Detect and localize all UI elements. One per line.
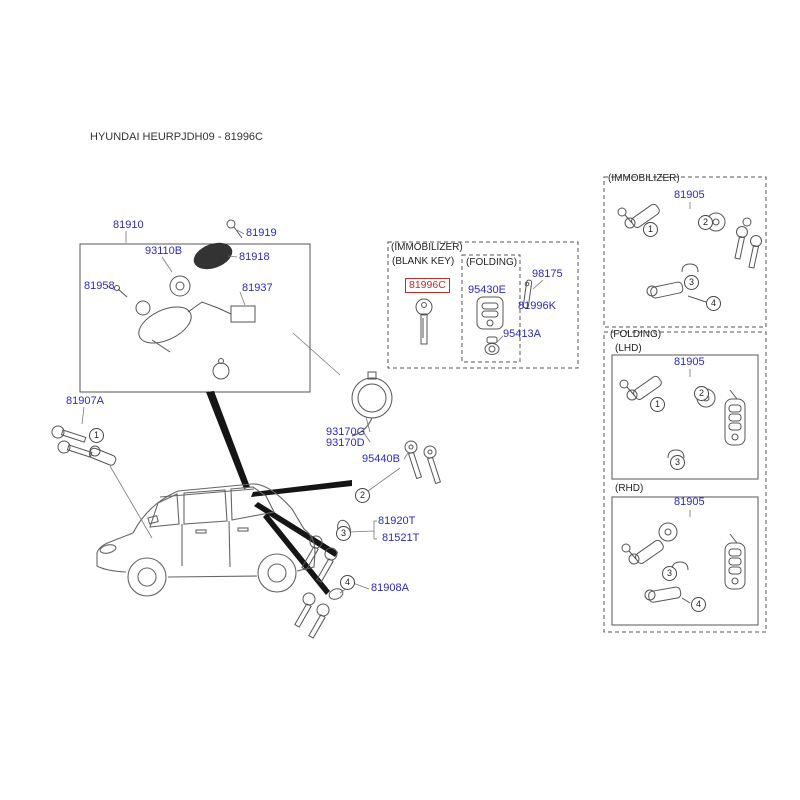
remote-fob bbox=[724, 398, 746, 446]
key-blade-sketch bbox=[522, 279, 533, 309]
right-immobilizer-sketch bbox=[617, 203, 762, 303]
ring-sketch bbox=[212, 362, 230, 380]
part-label-81908A[interactable]: 81908A bbox=[371, 582, 409, 594]
remote-fob bbox=[724, 542, 746, 590]
part-label-81910[interactable]: 81910 bbox=[113, 219, 144, 231]
part-label-81905-immobilizer[interactable]: 81905 bbox=[674, 189, 705, 201]
connector-sketch bbox=[230, 305, 256, 323]
column-shroud bbox=[193, 242, 233, 270]
right-immobilizer-box bbox=[603, 176, 767, 328]
page-title: HYUNDAI HEURPJDH09 - 81996C bbox=[90, 131, 263, 143]
part-label-95413A[interactable]: 95413A bbox=[503, 328, 541, 340]
immobilizer-coil-sketch bbox=[351, 371, 393, 437]
part-label-81937[interactable]: 81937 bbox=[242, 282, 273, 294]
ignition-assembly-sketch bbox=[114, 219, 256, 380]
folding-remote-sketch bbox=[476, 296, 504, 330]
center-folding-box bbox=[461, 254, 521, 363]
right-folding-box bbox=[603, 331, 767, 633]
rhd-box bbox=[611, 496, 759, 626]
callout-1-main: 1 bbox=[89, 428, 104, 443]
battery-sketch bbox=[484, 336, 500, 355]
keyset-81907A-sketch bbox=[51, 425, 117, 466]
center-immobilizer-box bbox=[387, 241, 579, 369]
part-label-93170D[interactable]: 93170D bbox=[326, 437, 365, 449]
section-label-folding-right: (FOLDING) bbox=[610, 329, 662, 340]
part-label-81905-rhd[interactable]: 81905 bbox=[674, 496, 705, 508]
part-label-81920T[interactable]: 81920T bbox=[378, 515, 416, 527]
callout-4-main: 4 bbox=[340, 575, 355, 590]
section-label-folding-center: (FOLDING) bbox=[466, 257, 518, 268]
part-label-81958[interactable]: 81958 bbox=[84, 280, 115, 292]
leader-wedges bbox=[206, 391, 352, 595]
callout-3-lhd: 3 bbox=[670, 455, 685, 470]
door-handle bbox=[237, 527, 249, 532]
hatch-lock-cylinder bbox=[328, 588, 344, 600]
keyset-81908A-sketch bbox=[294, 588, 344, 639]
callout-4-immobilizer: 4 bbox=[706, 296, 721, 311]
callout-2-lhd: 2 bbox=[694, 386, 709, 401]
part-label-95430E[interactable]: 95430E bbox=[468, 284, 506, 296]
section-label-blank-key: (BLANK KEY) bbox=[392, 256, 455, 267]
section-label-lhd: (LHD) bbox=[615, 343, 642, 354]
rear-wheel bbox=[257, 553, 297, 593]
callout-3-rhd: 3 bbox=[662, 566, 677, 581]
door-handle bbox=[195, 529, 207, 534]
callout-3-main: 3 bbox=[336, 526, 351, 541]
front-window bbox=[149, 493, 180, 528]
part-label-81919[interactable]: 81919 bbox=[246, 227, 277, 239]
section-label-rhd: (RHD) bbox=[615, 483, 644, 494]
callout-2-main: 2 bbox=[355, 488, 370, 503]
part-label-81918[interactable]: 81918 bbox=[239, 251, 270, 263]
callout-1-lhd: 1 bbox=[650, 397, 665, 412]
lock-cylinder-icon bbox=[89, 445, 101, 457]
screw-icon bbox=[114, 285, 120, 291]
callout-1-immobilizer: 1 bbox=[643, 222, 658, 237]
lhd-box bbox=[611, 354, 759, 480]
main-assembly-box bbox=[79, 243, 311, 393]
mid-window bbox=[183, 489, 228, 525]
section-label-immobilizer-right: (IMMOBILIZER) bbox=[608, 173, 680, 184]
lhd-sketch bbox=[619, 375, 746, 459]
part-label-93110B[interactable]: 93110B bbox=[145, 245, 183, 257]
part-label-93170G[interactable]: 93170G bbox=[326, 426, 366, 438]
part-label-98175[interactable]: 98175 bbox=[532, 268, 563, 280]
diagram-boxes bbox=[79, 176, 767, 633]
section-label-immobilizer-center: (IMMOBILIZER) bbox=[391, 242, 463, 253]
callout-3-immobilizer: 3 bbox=[684, 275, 699, 290]
front-wheel bbox=[127, 557, 167, 597]
part-label-81907A[interactable]: 81907A bbox=[66, 395, 104, 407]
part-label-81905-lhd[interactable]: 81905 bbox=[674, 356, 705, 368]
part-label-95440B[interactable]: 95440B bbox=[362, 453, 400, 465]
part-label-81996K[interactable]: 81996K bbox=[518, 300, 556, 312]
blank-key-sketch bbox=[415, 298, 433, 345]
rhd-sketch bbox=[621, 522, 746, 604]
key-icon bbox=[226, 219, 236, 229]
callout-2-immobilizer: 2 bbox=[698, 215, 713, 230]
part-label-81521T[interactable]: 81521T bbox=[382, 532, 420, 544]
callout-4-rhd: 4 bbox=[691, 597, 706, 612]
mirror bbox=[147, 514, 159, 525]
keyset-95440B-sketch bbox=[404, 440, 442, 485]
rear-window bbox=[230, 486, 275, 521]
headlight bbox=[99, 544, 117, 554]
part-label-81996C-highlighted[interactable]: 81996C bbox=[405, 278, 450, 293]
car-illustration bbox=[96, 483, 316, 597]
leader-lines bbox=[81, 202, 691, 594]
